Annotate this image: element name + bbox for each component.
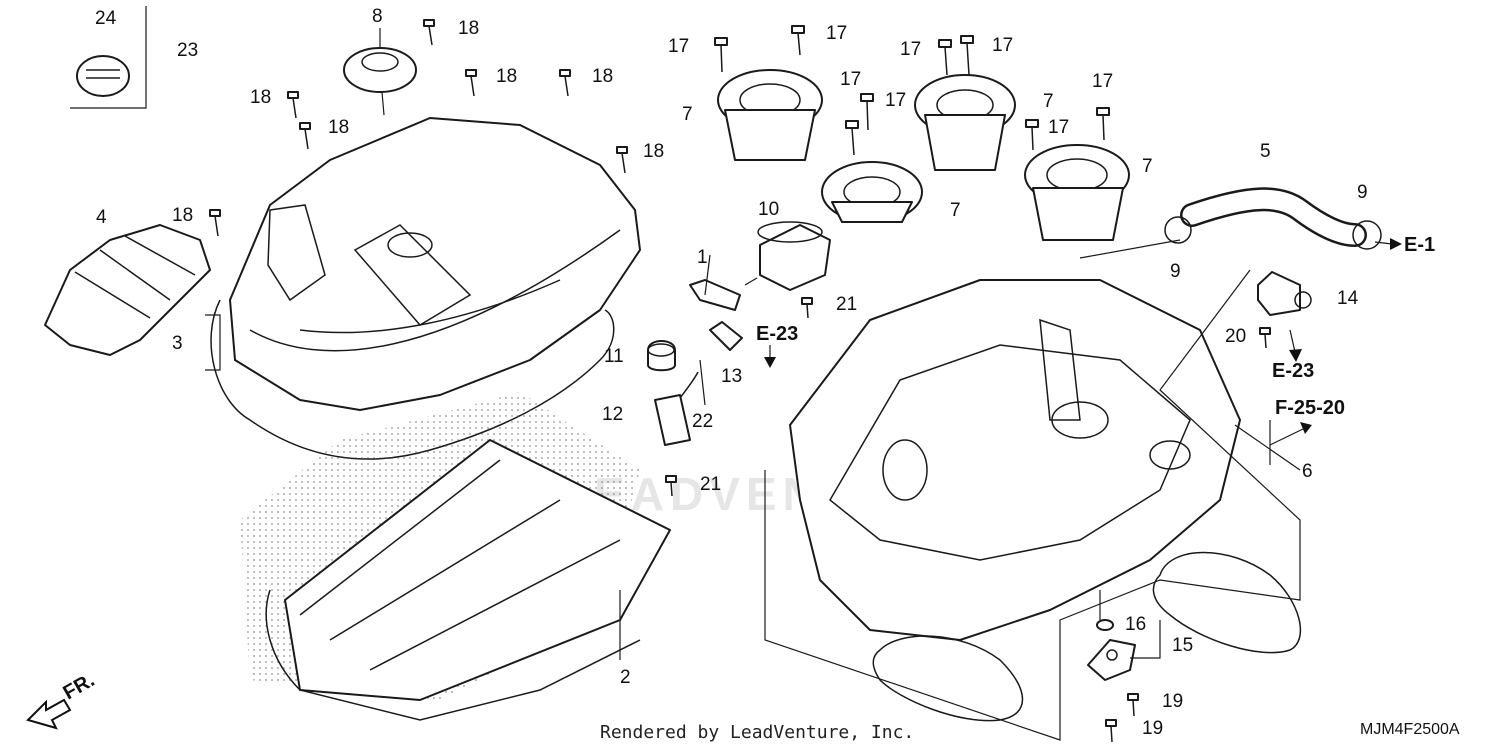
- front-direction-arrow: FR.: [26, 669, 99, 730]
- callout-19-a[interactable]: 19: [1162, 691, 1183, 712]
- part-23-breather-hose[interactable]: [208, 19, 323, 186]
- screw-17-d[interactable]: [960, 35, 974, 76]
- screws: [209, 19, 1271, 743]
- callout-23[interactable]: 23: [177, 40, 198, 61]
- part-15-bracket[interactable]: [1087, 639, 1136, 681]
- callout-18-c[interactable]: 18: [592, 66, 613, 87]
- callout-21-a[interactable]: 21: [836, 294, 857, 315]
- callout-18-a[interactable]: 18: [458, 18, 479, 39]
- callout-24[interactable]: 24: [95, 8, 117, 29]
- ref-e23-b[interactable]: E-23: [1272, 360, 1314, 382]
- ref-e23-a[interactable]: E-23: [756, 323, 798, 345]
- part-5-hose[interactable]: [1180, 187, 1367, 247]
- callout-17-d[interactable]: 17: [992, 35, 1013, 56]
- part-4-intake-duct[interactable]: [44, 224, 211, 356]
- callout-8[interactable]: 8: [372, 6, 383, 27]
- callout-5[interactable]: 5: [1260, 141, 1271, 162]
- screw-17-e[interactable]: [860, 93, 874, 131]
- callout-4[interactable]: 4: [96, 207, 107, 228]
- ref-f-25-20[interactable]: F-25-20: [1275, 397, 1345, 419]
- callouts: 24 23 8 18 18 18 18 18 18 18 4 3 17 17 1…: [95, 6, 1368, 739]
- callout-17-f[interactable]: 17: [885, 90, 906, 111]
- part-12-sensor[interactable]: [654, 371, 699, 446]
- part-2-air-filter-element[interactable]: [240, 392, 671, 721]
- air-cleaner-upper-case[interactable]: [229, 117, 641, 411]
- callout-1[interactable]: 1: [697, 247, 708, 268]
- screw-18-f[interactable]: [616, 146, 628, 174]
- callout-18-e[interactable]: 18: [328, 117, 349, 138]
- callout-7-d[interactable]: 7: [1142, 156, 1153, 177]
- callout-17-e[interactable]: 17: [840, 69, 861, 90]
- part-14-sensor[interactable]: [1257, 271, 1312, 316]
- part-24-cap[interactable]: [70, 6, 147, 109]
- part-1-joint[interactable]: [689, 279, 741, 311]
- part-9-clamp-a[interactable]: [1164, 216, 1192, 244]
- screw-17-b[interactable]: [791, 25, 805, 56]
- screw-17-f[interactable]: [845, 120, 859, 156]
- screw-21-b[interactable]: [665, 475, 677, 497]
- part-7-funnel-a[interactable]: [717, 69, 823, 161]
- screw-17-c[interactable]: [938, 39, 952, 76]
- screw-17-a[interactable]: [714, 37, 728, 73]
- callout-17-c[interactable]: 17: [900, 39, 921, 60]
- callout-3[interactable]: 3: [172, 333, 183, 354]
- leader-lines: [205, 239, 1301, 741]
- callout-17-g[interactable]: 17: [1092, 71, 1113, 92]
- screw-18-c[interactable]: [299, 122, 311, 150]
- callout-15[interactable]: 15: [1172, 635, 1193, 656]
- callout-12[interactable]: 12: [602, 404, 623, 425]
- callout-11[interactable]: 11: [604, 346, 624, 367]
- callout-22[interactable]: 22: [692, 411, 713, 432]
- part-16-collar[interactable]: [1096, 619, 1114, 631]
- callout-18-g[interactable]: 18: [172, 205, 193, 226]
- screw-21-a[interactable]: [801, 297, 813, 319]
- air-cleaner-lower-case[interactable]: [789, 279, 1241, 641]
- callout-9-b[interactable]: 9: [1170, 261, 1181, 282]
- screw-18-b[interactable]: [287, 91, 299, 119]
- diagram-code: MJM4F2500A: [1360, 721, 1460, 738]
- callout-18-d[interactable]: 18: [250, 87, 271, 108]
- part-13-valve[interactable]: [709, 321, 743, 351]
- part-7-funnel-b[interactable]: [914, 74, 1016, 171]
- callout-16[interactable]: 16: [1125, 614, 1146, 635]
- callout-19-b[interactable]: 19: [1142, 718, 1163, 739]
- callout-17-h[interactable]: 17: [1048, 117, 1069, 138]
- part-8-grommet[interactable]: [343, 28, 417, 116]
- callout-13[interactable]: 13: [721, 366, 742, 387]
- callout-18-b[interactable]: 18: [496, 66, 517, 87]
- screw-19-b[interactable]: [1105, 719, 1117, 743]
- ref-e1[interactable]: E-1: [1404, 234, 1435, 256]
- callout-7-c[interactable]: 7: [950, 200, 961, 221]
- callout-7-a[interactable]: 7: [682, 104, 693, 125]
- screw-18-a[interactable]: [423, 19, 435, 46]
- part-7-funnel-d[interactable]: [1024, 144, 1130, 241]
- reference-labels: E-23 E-1 E-23 F-25-20: [756, 234, 1435, 419]
- callout-21-b[interactable]: 21: [700, 474, 721, 495]
- screw-17-h[interactable]: [1096, 107, 1110, 141]
- callout-10[interactable]: 10: [758, 199, 779, 220]
- callout-20[interactable]: 20: [1225, 326, 1246, 347]
- part-11-cap[interactable]: [647, 340, 676, 372]
- screw-18-d[interactable]: [465, 69, 477, 97]
- part-7-funnel-c[interactable]: [821, 161, 923, 223]
- part-10-canister[interactable]: [744, 221, 831, 291]
- screw-18-e[interactable]: [559, 69, 571, 97]
- callout-14[interactable]: 14: [1337, 288, 1359, 309]
- callout-18-f[interactable]: 18: [643, 141, 664, 162]
- callout-17-a[interactable]: 17: [668, 36, 689, 57]
- callout-6[interactable]: 6: [1302, 461, 1313, 482]
- screw-19-a[interactable]: [1127, 693, 1139, 717]
- arrows: [764, 238, 1402, 446]
- callout-2[interactable]: 2: [620, 667, 631, 688]
- callout-9-a[interactable]: 9: [1357, 182, 1368, 203]
- direction-label: FR.: [60, 669, 99, 704]
- screw-17-g[interactable]: [1025, 119, 1039, 151]
- screw-18-g[interactable]: [209, 209, 221, 237]
- callout-7-b[interactable]: 7: [1043, 91, 1054, 112]
- part-9-clamp-b[interactable]: [1352, 220, 1382, 250]
- footer-credit: Rendered by LeadVenture, Inc.: [600, 722, 914, 743]
- callout-17-b[interactable]: 17: [826, 23, 847, 44]
- screw-20[interactable]: [1259, 327, 1271, 349]
